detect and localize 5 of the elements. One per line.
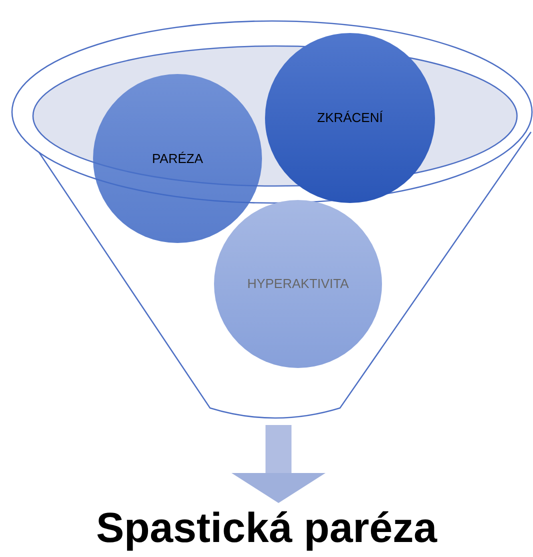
circle-label: ZKRÁCENÍ [317, 109, 383, 128]
funnel-result-title: Spastická paréza [96, 503, 437, 553]
circle-label: HYPERAKTIVITA [247, 275, 349, 294]
arrow [232, 425, 326, 503]
circle-label: PARÉZA [152, 150, 204, 168]
